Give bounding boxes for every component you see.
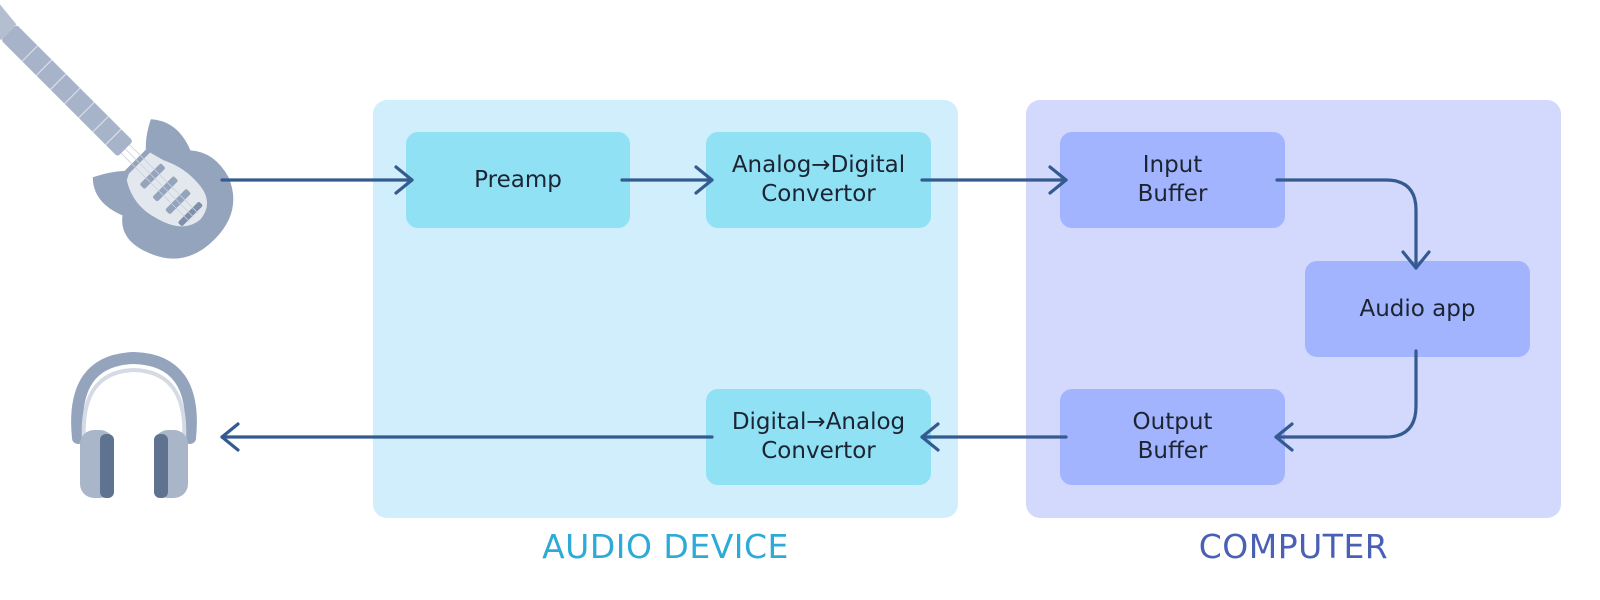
- adc-node: Analog→Digital Convertor: [706, 132, 931, 228]
- audio-app-node: Audio app: [1305, 261, 1530, 357]
- arrow-input-buffer-to-app: [1275, 178, 1431, 270]
- preamp-node: Preamp: [406, 132, 630, 228]
- arrow-output-buffer-to-dac: [920, 422, 1068, 452]
- dac-node: Digital→Analog Convertor: [706, 389, 931, 485]
- arrow-adc-to-input-buffer: [920, 165, 1068, 195]
- computer-label: COMPUTER: [1198, 527, 1389, 566]
- arrow-preamp-to-adc: [620, 165, 714, 195]
- electric-guitar-icon: [0, 0, 234, 259]
- audio-device-label: AUDIO DEVICE: [542, 527, 789, 566]
- headphones-icon: [71, 351, 197, 498]
- input-buffer-node: Input Buffer: [1060, 132, 1285, 228]
- output-buffer-node: Output Buffer: [1060, 389, 1285, 485]
- arrow-guitar-to-preamp: [220, 165, 414, 195]
- arrow-dac-to-headphones: [220, 422, 714, 452]
- arrow-app-to-output-buffer: [1274, 349, 1418, 452]
